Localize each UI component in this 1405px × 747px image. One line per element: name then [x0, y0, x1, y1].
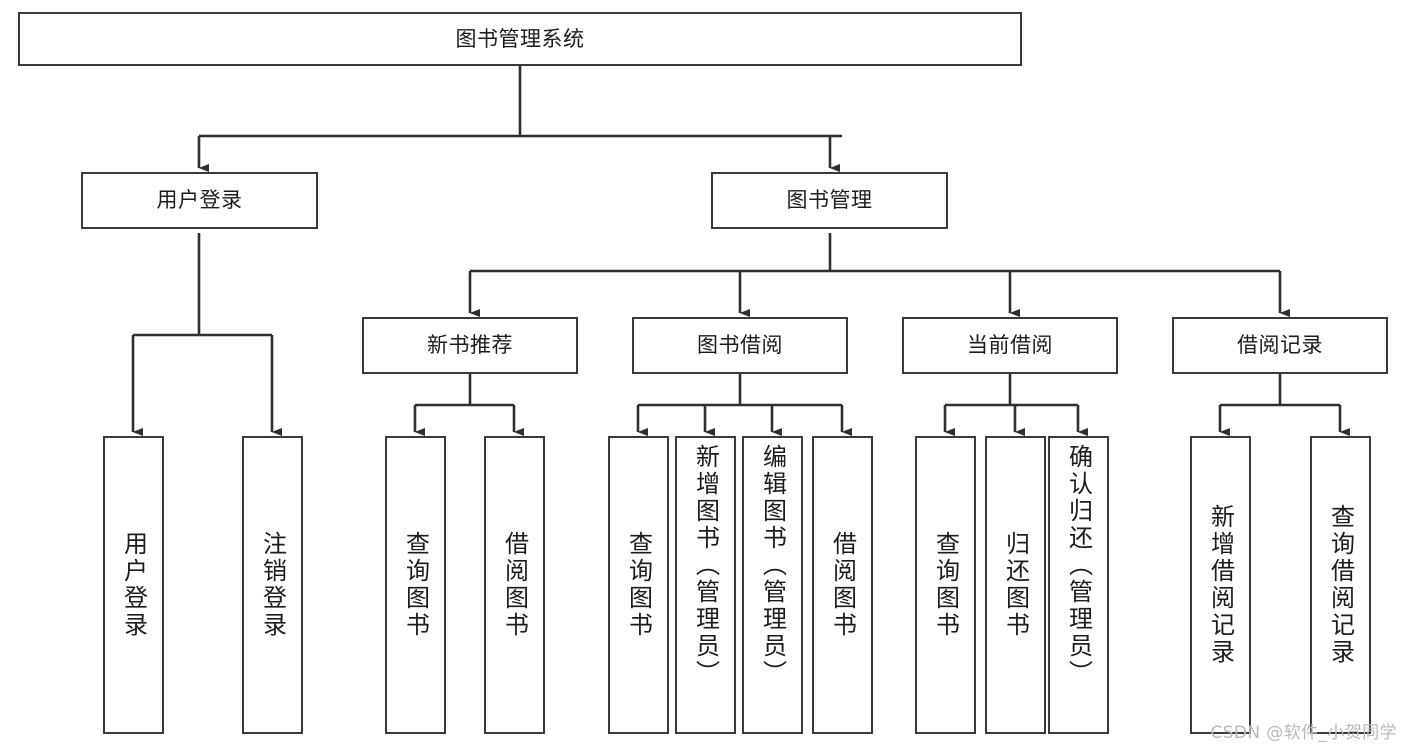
node-leaf-add-book-admin-label: 新增图书（管理员）	[691, 444, 720, 687]
node-leaf-borrow-book-recommend[interactable]: 借阅图书	[484, 436, 545, 734]
node-leaf-borrow-book-label: 借阅图书	[828, 531, 857, 639]
node-root-book-management-system[interactable]: 图书管理系统	[18, 12, 1022, 66]
node-current-borrow-label: 当前借阅	[967, 333, 1053, 358]
node-leaf-query-book-recommend[interactable]: 查询图书	[385, 436, 446, 734]
node-user-login-label: 用户登录	[156, 188, 243, 213]
node-leaf-return-book[interactable]: 归还图书	[985, 436, 1046, 734]
node-leaf-borrow-book-recommend-label: 借阅图书	[500, 531, 529, 639]
node-leaf-confirm-return-admin[interactable]: 确认归还（管理员）	[1048, 436, 1109, 734]
node-leaf-add-book-admin[interactable]: 新增图书（管理员）	[675, 436, 736, 734]
node-borrow-record[interactable]: 借阅记录	[1172, 317, 1388, 374]
node-leaf-query-borrow-record-label: 查询借阅记录	[1326, 504, 1355, 666]
node-leaf-user-login-label: 用户登录	[119, 531, 148, 639]
node-borrow-record-label: 借阅记录	[1237, 333, 1323, 358]
watermark-text: CSDN @软件_小贺同学	[1210, 723, 1397, 743]
node-leaf-add-borrow-record[interactable]: 新增借阅记录	[1190, 436, 1251, 734]
node-book-management[interactable]: 图书管理	[711, 172, 948, 229]
node-leaf-return-book-label: 归还图书	[1001, 531, 1030, 639]
node-leaf-query-book-current[interactable]: 查询图书	[915, 436, 976, 734]
node-leaf-add-borrow-record-label: 新增借阅记录	[1206, 504, 1235, 666]
node-leaf-query-book-recommend-label: 查询图书	[401, 531, 430, 639]
node-book-management-label: 图书管理	[786, 188, 873, 213]
node-leaf-edit-book-admin[interactable]: 编辑图书（管理员）	[742, 436, 803, 734]
node-book-borrow-label: 图书借阅	[697, 333, 783, 358]
node-leaf-user-login[interactable]: 用户登录	[103, 436, 164, 734]
node-leaf-logout[interactable]: 注销登录	[242, 436, 303, 734]
node-book-borrow[interactable]: 图书借阅	[632, 317, 848, 374]
node-current-borrow[interactable]: 当前借阅	[902, 317, 1118, 374]
node-new-book-recommend[interactable]: 新书推荐	[362, 317, 578, 374]
node-leaf-confirm-return-admin-label: 确认归还（管理员）	[1064, 444, 1093, 687]
node-leaf-edit-book-admin-label: 编辑图书（管理员）	[758, 444, 787, 687]
node-root-label: 图书管理系统	[455, 26, 585, 51]
node-leaf-query-book-borrow-label: 查询图书	[624, 531, 653, 639]
node-leaf-query-book-current-label: 查询图书	[931, 531, 960, 639]
node-new-book-recommend-label: 新书推荐	[427, 333, 513, 358]
node-leaf-borrow-book[interactable]: 借阅图书	[812, 436, 873, 734]
node-leaf-logout-label: 注销登录	[258, 531, 287, 639]
node-leaf-query-borrow-record[interactable]: 查询借阅记录	[1310, 436, 1371, 734]
node-leaf-query-book-borrow[interactable]: 查询图书	[608, 436, 669, 734]
node-user-login[interactable]: 用户登录	[81, 172, 318, 229]
